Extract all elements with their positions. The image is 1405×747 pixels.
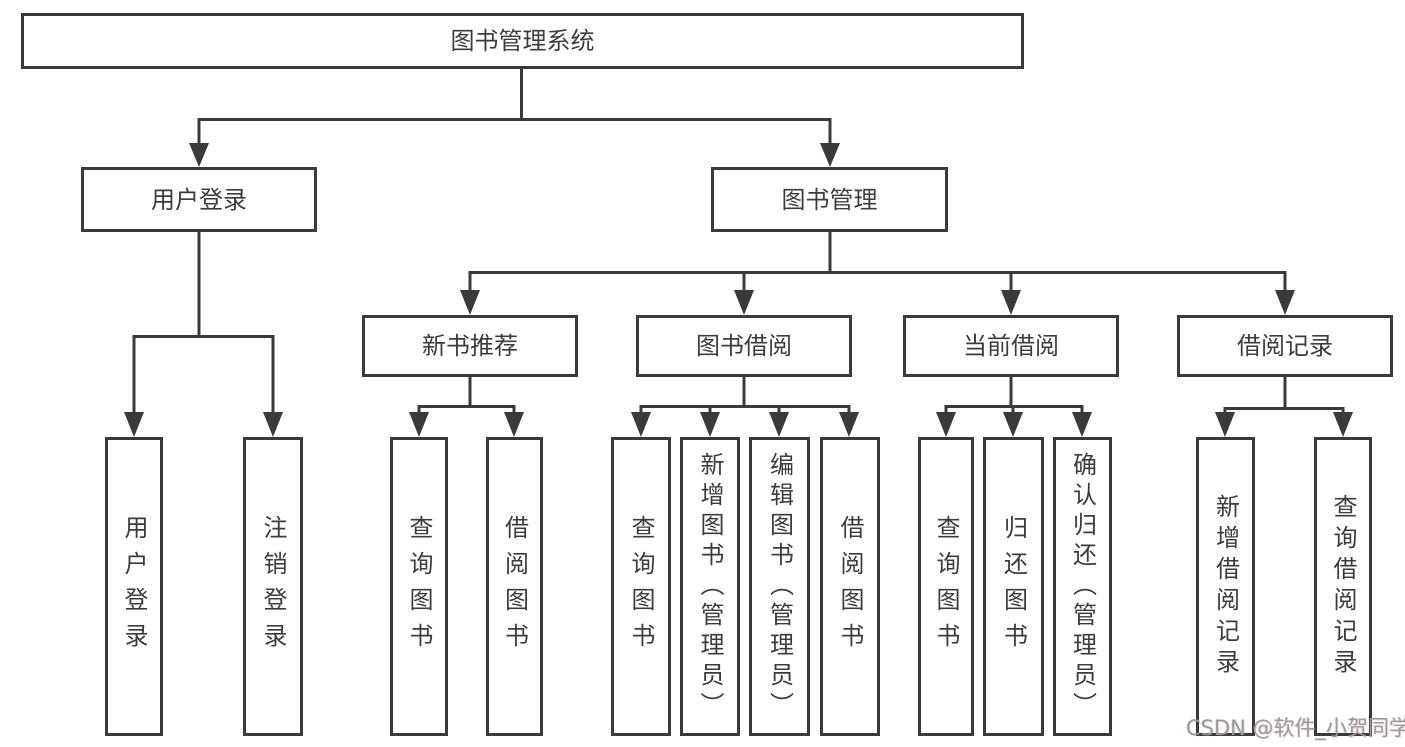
- leaf-confirm-return-admin: 确认归还（管理员）: [1053, 437, 1112, 736]
- leaf-user-login: 用户登录: [105, 437, 163, 736]
- node-current-borrowing: 当前借阅: [903, 315, 1119, 377]
- watermark: CSDN @软件_小贺同学: [1186, 716, 1405, 740]
- leaf-add-borrowing-record: 新增借阅记录: [1196, 437, 1255, 736]
- connector-new-book-recommendation-children: [409, 377, 524, 437]
- node-book-management: 图书管理: [711, 167, 948, 232]
- node-library-management-system: 图书管理系统: [21, 13, 1024, 69]
- leaf-query-books-recommendation: 查询图书: [390, 437, 448, 736]
- node-borrowing-records: 借阅记录: [1177, 315, 1393, 377]
- leaf-borrow-books-recommendation: 借阅图书: [486, 437, 543, 736]
- node-user-login: 用户登录: [81, 167, 317, 232]
- leaf-query-borrowing-record: 查询借阅记录: [1314, 437, 1372, 736]
- connector-root-to-level2: [189, 69, 840, 167]
- leaf-add-book-admin: 新增图书（管理员）: [680, 437, 740, 736]
- leaf-return-books: 归还图书: [983, 437, 1044, 736]
- connector-borrowing-records-children: [1215, 377, 1353, 437]
- leaf-query-books-current: 查询图书: [918, 437, 974, 736]
- leaf-logout: 注销登录: [243, 437, 303, 736]
- connector-book-management-children: [460, 232, 1295, 315]
- node-book-borrowing: 图书借阅: [636, 315, 852, 377]
- leaf-borrow-books: 借阅图书: [820, 437, 880, 736]
- leaf-query-books-borrowing: 查询图书: [611, 437, 671, 736]
- connector-user-login-children: [124, 232, 283, 437]
- node-new-book-recommendation: 新书推荐: [362, 315, 578, 377]
- leaf-edit-book-admin: 编辑图书（管理员）: [749, 437, 810, 736]
- connector-book-borrowing-children: [631, 377, 859, 437]
- connector-current-borrowing-children: [936, 377, 1092, 437]
